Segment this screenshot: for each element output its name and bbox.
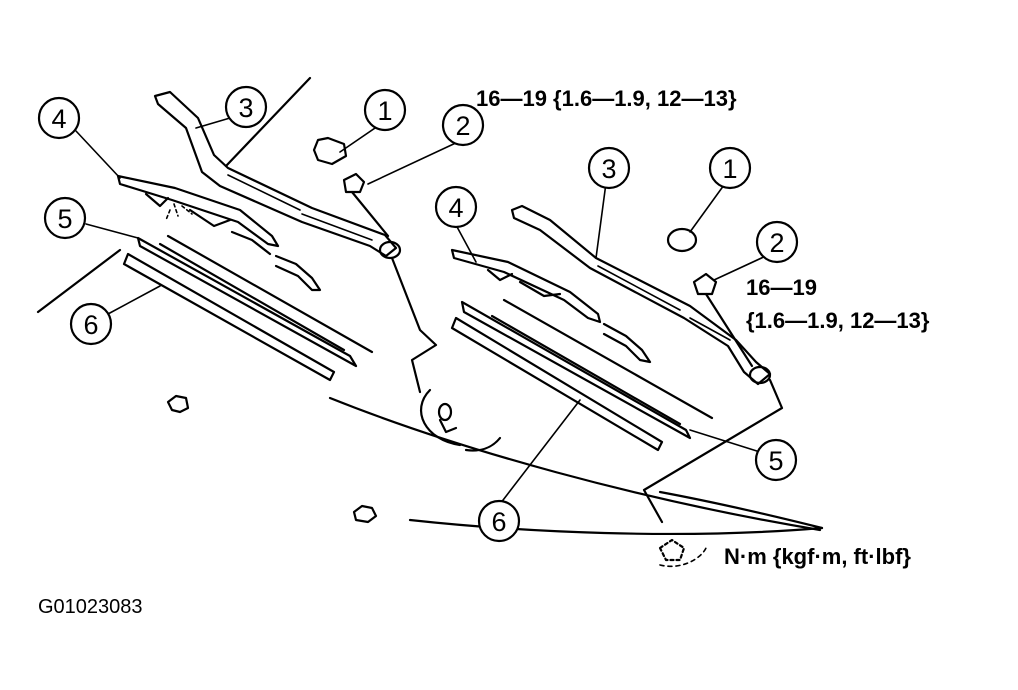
svg-text:3: 3 [238, 93, 253, 123]
callout-left-1: 1 [363, 88, 407, 132]
right-cap-and-nut [666, 227, 754, 368]
left-cap-and-nut [312, 136, 390, 238]
svg-text:1: 1 [722, 154, 737, 184]
callout-left-3: 3 [224, 85, 268, 129]
svg-text:2: 2 [769, 228, 784, 258]
callout-leaders [75, 117, 769, 505]
torque-spec-right-value: 16—19 [746, 275, 817, 300]
figure-code: G01023083 [38, 596, 143, 618]
left-pivot-stud [419, 388, 502, 452]
callout-right-5: 5 [754, 438, 798, 482]
callout-left-6: 6 [69, 302, 113, 346]
right-wiper-arm [510, 204, 772, 386]
left-wiper-arm [153, 90, 398, 258]
svg-text:1: 1 [377, 96, 392, 126]
torque-spec-left: 16—19 {1.6—1.9, 12—13} [476, 86, 737, 111]
right-pivot-nut [642, 365, 784, 524]
svg-text:5: 5 [57, 204, 72, 234]
svg-text:6: 6 [491, 507, 506, 537]
left-wiper-blade-frame [116, 174, 322, 292]
svg-text:6: 6 [83, 310, 98, 340]
right-wiper-blade [450, 298, 714, 452]
svg-text:2: 2 [455, 111, 470, 141]
callout-right-3: 3 [587, 146, 631, 190]
callout-right-2: 2 [755, 220, 799, 264]
cowl-outline [36, 76, 824, 536]
cowl-clips [166, 394, 707, 567]
left-wiper-blade [122, 234, 374, 382]
svg-text:4: 4 [448, 193, 463, 223]
svg-text:5: 5 [768, 446, 783, 476]
torque-spec-right-units: {1.6—1.9, 12—13} [746, 308, 930, 333]
callout-right-6: 6 [477, 499, 521, 543]
callout-right-4: 4 [434, 185, 478, 229]
right-wiper-blade-frame [450, 248, 652, 364]
svg-text:3: 3 [601, 154, 616, 184]
callout-right-1: 1 [708, 146, 752, 190]
callout-left-4: 4 [37, 96, 81, 140]
unit-legend: N·m {kgf·m, ft·lbf} [724, 544, 911, 569]
left-pivot-nut [378, 240, 438, 394]
svg-text:4: 4 [51, 104, 66, 134]
callout-left-2: 2 [441, 103, 485, 147]
callout-left-5: 5 [43, 196, 87, 240]
